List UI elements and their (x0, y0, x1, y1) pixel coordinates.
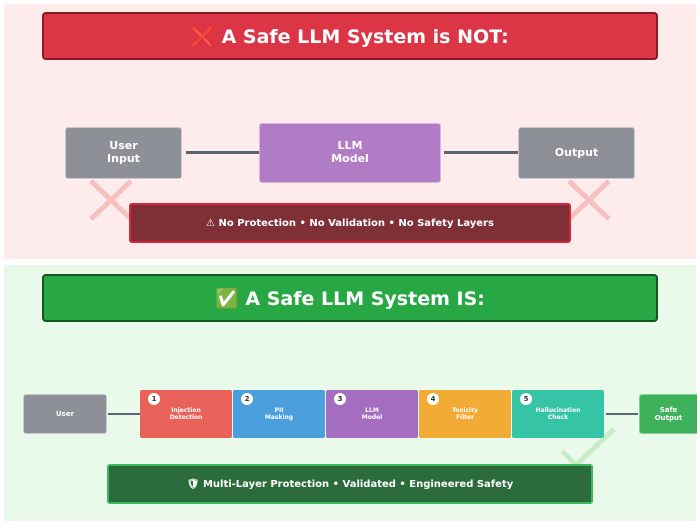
llm-model-node: LLM Model (259, 123, 441, 183)
safe-output-node: Safe Output (639, 394, 697, 434)
layer-injection-detection: 1 Injection Detection (140, 390, 232, 438)
connector-line (108, 413, 140, 415)
layer-label: Toxicity Filter (452, 406, 478, 421)
layer-label: LLM Model (361, 406, 383, 421)
layer-number: 3 (334, 393, 346, 405)
layer-number: 1 (148, 393, 160, 405)
cross-mark-icon (89, 179, 133, 221)
layer-llm-model: 3 LLM Model (326, 390, 418, 438)
layer-label: Injection Detection (169, 406, 203, 421)
unsafe-banner: ❌ A Safe LLM System is NOT: (42, 12, 658, 60)
cross-mark-icon (567, 179, 611, 221)
connector-line (444, 151, 518, 154)
layer-pii-masking: 2 PII Masking (233, 390, 325, 438)
layer-label: Hallucination Check (535, 406, 581, 421)
safe-footer: 🛡 Multi-Layer Protection • Validated • E… (107, 464, 593, 504)
layer-label: PII Masking (264, 406, 294, 421)
user-node: User (23, 394, 107, 434)
unsafe-footer: ⚠ No Protection • No Validation • No Saf… (129, 203, 571, 243)
layer-number: 2 (241, 393, 253, 405)
user-input-node: User Input (65, 127, 182, 179)
layer-number: 5 (520, 393, 532, 405)
layer-toxicity-filter: 4 Toxicity Filter (419, 390, 511, 438)
layer-number: 4 (427, 393, 439, 405)
connector-line (606, 413, 638, 415)
layer-hallucination-check: 5 Hallucination Check (512, 390, 604, 438)
connector-line (186, 151, 260, 154)
output-node: Output (518, 127, 635, 179)
safe-banner: ✅ A Safe LLM System IS: (42, 274, 658, 322)
